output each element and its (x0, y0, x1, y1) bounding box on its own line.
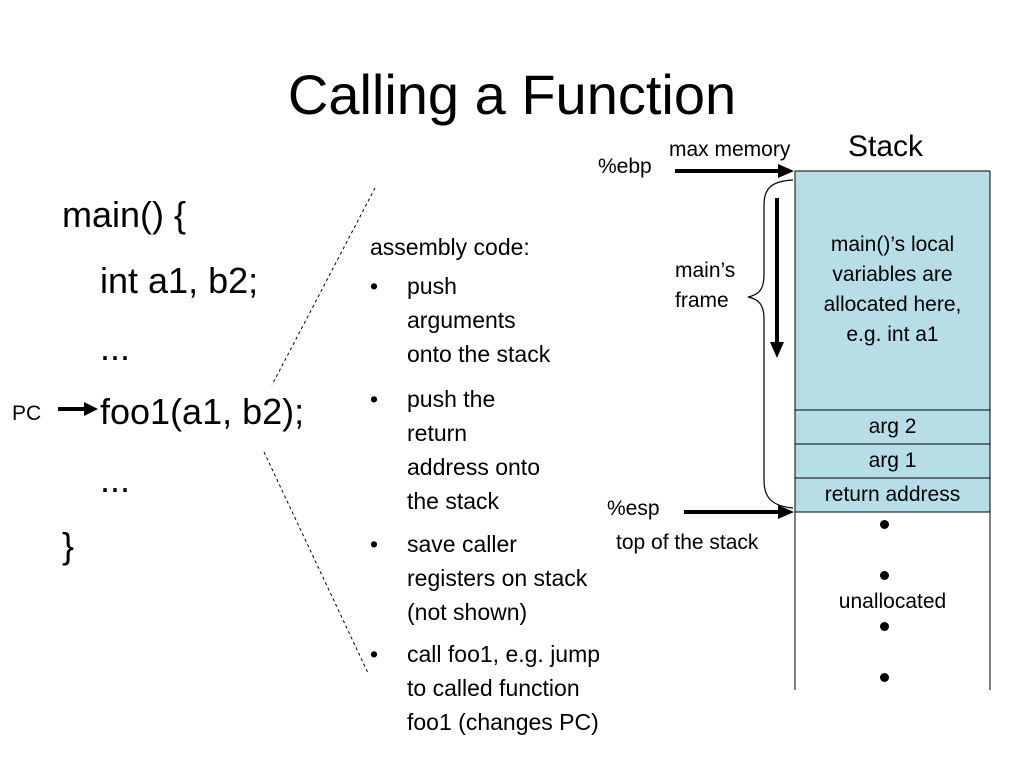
bullet-dot: • (370, 531, 379, 557)
bullet-line: foo1 (changes PC) (407, 709, 599, 735)
bullet-dot: • (370, 273, 379, 299)
bullet-line: onto the stack (407, 341, 551, 367)
frame-brace (747, 179, 794, 509)
unallocated-dot (880, 520, 889, 529)
bullet-line: push (407, 273, 457, 299)
frame-label: main’s frame (675, 256, 735, 316)
bullet-dot: • (370, 386, 379, 412)
locals-text-line: variables are (832, 263, 953, 286)
ebp-label: %ebp (598, 155, 652, 178)
unallocated-label: unallocated (838, 590, 947, 613)
bullet-dot: • (370, 641, 379, 667)
locals-text-line: e.g. int a1 (846, 323, 939, 346)
bullet-line: the stack (407, 488, 500, 514)
unallocated-dot (880, 571, 889, 580)
max-memory-label: max memory (669, 138, 791, 161)
bullet-line: return (407, 420, 468, 446)
stack-arg2-cell (794, 409, 991, 445)
bullet-line: save caller (407, 531, 517, 557)
frame-down-arrow-head (770, 342, 784, 358)
stack-locals-cell (795, 171, 990, 410)
code-line-ellipsis-1: ... (100, 327, 131, 368)
code-line-ellipsis-2: ... (100, 459, 131, 500)
pc-label: PC (12, 402, 42, 425)
bullet-line: arguments (407, 307, 516, 333)
pc-arrow-head (84, 402, 98, 416)
stack-title: Stack (848, 130, 924, 163)
arg1-label: arg 1 (868, 449, 917, 472)
assembly-heading: assembly code: (370, 234, 530, 260)
frame-label-line: main’s (675, 259, 736, 282)
unallocated-dot (880, 622, 889, 631)
locals-text-line: main()’s local (830, 233, 955, 256)
frame-label-line: frame (675, 289, 729, 312)
arg2-label: arg 2 (868, 415, 917, 438)
code-line-main: main() { (62, 194, 187, 235)
code-line-call: foo1(a1, b2); (100, 391, 305, 432)
locals-text: main()’s local variables are allocated h… (795, 230, 990, 350)
unallocated-dot (880, 673, 889, 682)
zoom-line-lower (263, 451, 369, 674)
esp-label: %esp (607, 497, 660, 520)
code-line-close-brace: } (62, 525, 75, 566)
stack-return-address-cell (794, 477, 991, 513)
return-address-label: return address (824, 483, 961, 506)
bullet-line: (not shown) (407, 599, 528, 625)
bullet-line: push the (407, 386, 496, 412)
esp-arrow-head (778, 505, 794, 519)
slide-title: Calling a Function (287, 63, 737, 126)
bullet-line: call foo1, e.g. jump (407, 641, 601, 667)
locals-text-line: allocated here, (823, 293, 962, 316)
ebp-arrow-head (778, 164, 794, 178)
code-line-declaration: int a1, b2; (100, 260, 259, 301)
bullet-line: to called function (407, 675, 580, 701)
bullet-line: address onto (407, 454, 540, 480)
bullet-line: registers on stack (407, 565, 588, 591)
zoom-line-upper (271, 187, 376, 386)
top-of-stack-label: top of the stack (616, 531, 759, 554)
